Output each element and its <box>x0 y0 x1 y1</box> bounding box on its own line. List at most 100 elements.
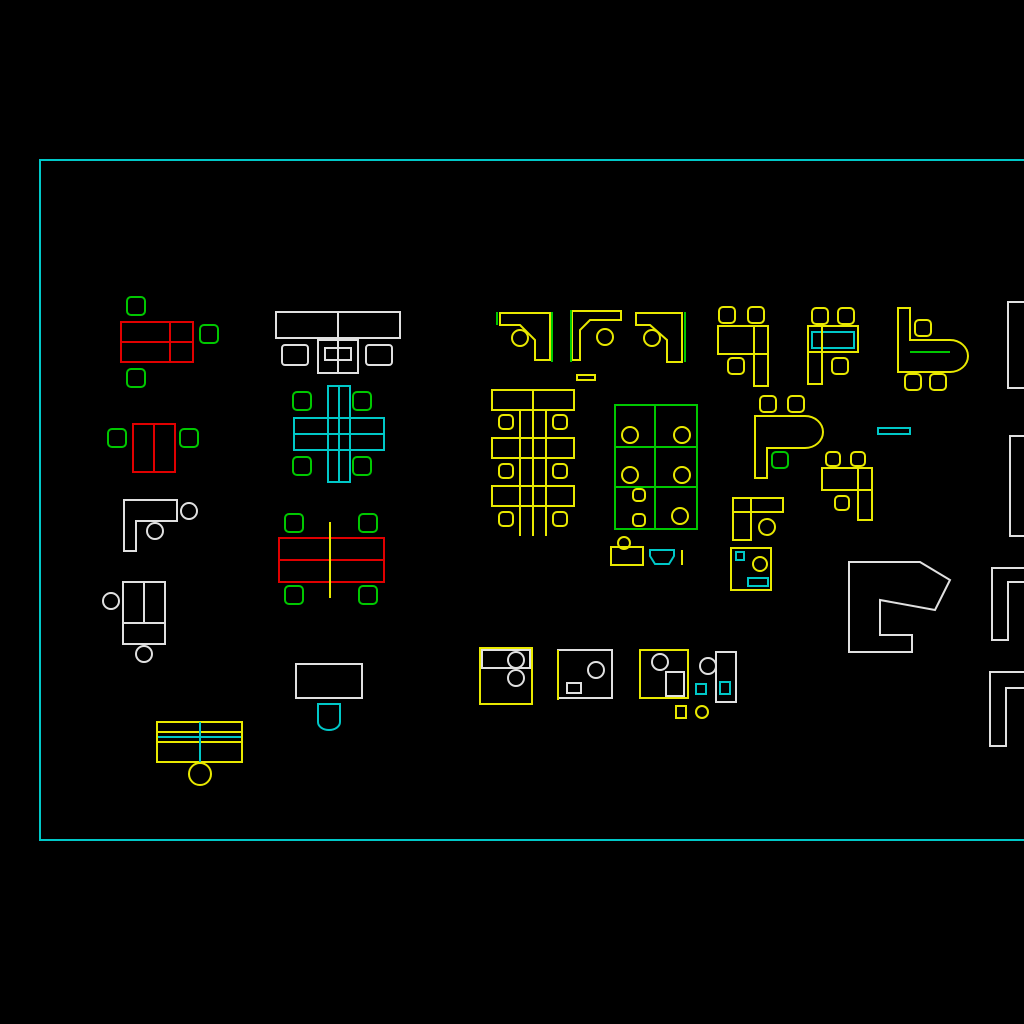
chair-icon <box>292 391 312 411</box>
chair-icon <box>771 451 789 469</box>
desk-outline <box>754 415 824 479</box>
desk-outline <box>719 681 731 695</box>
desk-outline <box>610 546 644 566</box>
desk-outline <box>571 310 622 361</box>
chair-icon <box>507 669 525 687</box>
chair-icon <box>102 592 120 610</box>
chair-icon <box>135 645 153 663</box>
desk-outline <box>747 577 769 587</box>
desk-outline <box>715 651 737 703</box>
chair-icon <box>787 395 805 413</box>
chair-icon <box>834 495 850 511</box>
desk-outline <box>576 374 596 381</box>
chair-icon <box>358 513 378 533</box>
desk-outline <box>732 497 752 541</box>
desk-outline <box>821 467 873 491</box>
desk-outline <box>877 427 911 435</box>
chair-icon <box>752 556 768 572</box>
chair-icon <box>587 661 605 679</box>
chair-icon <box>651 653 669 671</box>
chair-icon <box>507 651 525 669</box>
desk-outline <box>735 551 745 561</box>
chair-icon <box>929 373 947 391</box>
desk-outline <box>857 467 873 521</box>
desk-outline <box>848 561 952 653</box>
chair-icon <box>621 466 639 484</box>
chair-icon <box>673 426 691 444</box>
desk-outline <box>991 567 1024 641</box>
chair-icon <box>632 488 646 502</box>
desk-outline <box>639 649 689 699</box>
chair-icon <box>552 414 568 430</box>
chair-icon <box>825 451 841 467</box>
desk-outline <box>717 325 769 355</box>
chair-icon <box>831 357 849 375</box>
desk-outline <box>807 325 823 385</box>
chair-icon <box>727 357 745 375</box>
desk-outline <box>732 497 784 513</box>
chair-icon <box>552 511 568 527</box>
chair-icon <box>837 307 855 325</box>
chair-icon <box>281 344 309 366</box>
desk-outline <box>295 663 363 699</box>
sink-icon <box>649 549 675 565</box>
chair-icon <box>596 328 614 346</box>
chair-icon <box>126 368 146 388</box>
desk-outline <box>123 499 178 552</box>
chair-icon <box>188 762 212 786</box>
chair-icon <box>718 306 736 324</box>
chair-icon <box>126 296 146 316</box>
desk-outline <box>665 671 685 697</box>
desk-outline <box>1007 301 1024 389</box>
chair-icon <box>107 428 127 448</box>
desk-outline <box>989 671 1024 747</box>
desk-outline <box>481 649 531 669</box>
desk-outline <box>1009 435 1024 537</box>
chair-icon <box>179 428 199 448</box>
chair-icon <box>352 391 372 411</box>
chair-icon <box>180 502 198 520</box>
furniture-blocks <box>102 296 1024 786</box>
chair-icon <box>747 306 765 324</box>
desk-outline <box>324 347 352 361</box>
chair-icon <box>365 344 393 366</box>
chair-icon <box>352 456 372 476</box>
chair-icon <box>498 463 514 479</box>
chair-icon <box>643 329 661 347</box>
chair-icon <box>759 395 777 413</box>
chair-icon <box>498 414 514 430</box>
chair-icon <box>498 511 514 527</box>
chair-icon <box>284 513 304 533</box>
chair-icon <box>699 657 717 675</box>
drawing-frame <box>39 159 1024 841</box>
chair-icon <box>671 507 689 525</box>
chair-icon <box>850 451 866 467</box>
desk-outline <box>499 312 551 361</box>
chair-icon <box>552 463 568 479</box>
desk-outline <box>635 312 683 363</box>
desk-outline <box>753 325 769 387</box>
chair-icon <box>811 307 829 325</box>
chair-icon <box>673 466 691 484</box>
desk-outline <box>675 705 687 719</box>
chair-icon <box>758 518 776 536</box>
chair-icon <box>617 536 631 550</box>
desk-outline <box>566 682 582 694</box>
chair-icon <box>914 319 932 337</box>
chair-icon <box>146 522 164 540</box>
chair-icon <box>199 324 219 344</box>
desk-outline <box>730 547 772 591</box>
chair-icon <box>317 703 341 731</box>
chair-icon <box>284 585 304 605</box>
desk-outline <box>479 647 533 705</box>
chair-icon <box>621 426 639 444</box>
chair-icon <box>632 513 646 527</box>
chair-icon <box>292 456 312 476</box>
chair-icon <box>358 585 378 605</box>
hatched-panel <box>811 331 855 349</box>
chair-icon <box>695 705 709 719</box>
chair-icon <box>511 329 529 347</box>
chair-icon <box>904 373 922 391</box>
desk-outline <box>695 683 707 695</box>
